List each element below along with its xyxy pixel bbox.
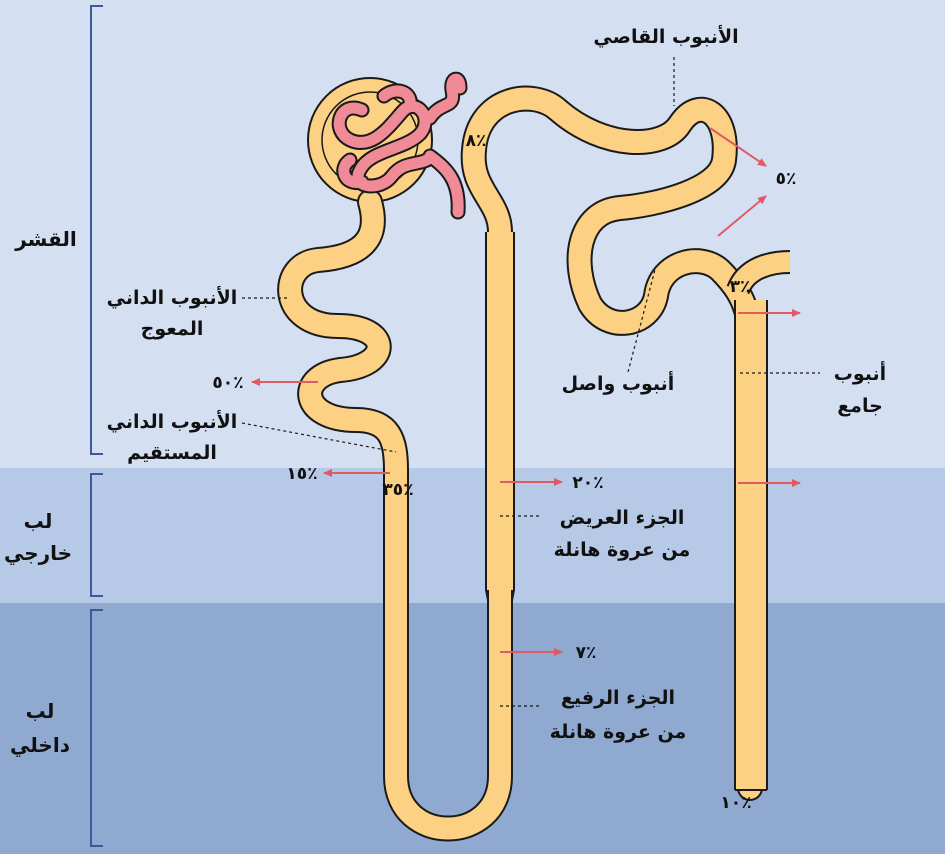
label-thick-limb-1: الجزء العريض — [560, 507, 685, 529]
label-pct-convoluted-1: الأنبوب الداني — [107, 286, 238, 309]
label-pct-convoluted-2: المعوج — [141, 318, 204, 340]
arrow-connecting — [717, 195, 767, 237]
label-distal-tubule: الأنبوب القاصي — [593, 25, 738, 48]
pct-thick-limb: ٢٠٪ — [572, 473, 603, 493]
label-collecting-duct-1: أنبوب — [834, 361, 886, 385]
pct-distal: ٥٪ — [776, 169, 797, 189]
outer-medulla-band — [0, 468, 945, 603]
pct-connecting: ٣٪ — [730, 277, 751, 297]
thick-thin-transition — [485, 589, 515, 601]
pct-proximal-convoluted: ٥٠٪ — [212, 373, 243, 393]
label-pct-straight-1: الأنبوب الداني — [107, 410, 238, 433]
outer-medulla-bracket — [90, 473, 103, 597]
tubule — [277, 85, 763, 842]
pct-glomerulus: ٨٪ — [466, 131, 487, 151]
pct-proximal-straight: ٣٥٪ — [382, 480, 413, 500]
leader-lines — [241, 57, 820, 707]
cortex-bracket — [90, 5, 103, 455]
leader-pct-straight — [241, 422, 397, 453]
pct-thin-limb: ٧٪ — [576, 643, 597, 663]
inner-medulla-bracket — [90, 609, 103, 847]
label-thick-limb-2: من عروة هانلة — [554, 539, 691, 561]
zone-outer-medulla-label-1: لب — [24, 509, 53, 533]
pct-collecting-end: ١٠٪ — [720, 793, 751, 813]
zone-outer-medulla-label-2: خارجي — [4, 541, 72, 566]
cortex-band — [0, 0, 945, 468]
tubule-fill — [279, 87, 761, 840]
zone-inner-medulla-label-2: داخلي — [10, 733, 70, 758]
zone-brackets — [90, 5, 103, 847]
label-connecting-tubule: أنبوب واصل — [562, 371, 675, 395]
leader-connecting — [627, 265, 657, 373]
thick-limb-body — [487, 232, 513, 590]
label-thin-limb-1: الجزء الرفيع — [561, 687, 675, 709]
collecting-duct-branch-fill — [728, 252, 791, 295]
glomerulus-fill — [333, 73, 466, 218]
zone-cortex-label: القشر — [14, 227, 77, 251]
label-pct-straight-2: المستقيم — [127, 442, 217, 464]
glomerulus — [331, 71, 468, 220]
label-collecting-duct-2: جامع — [837, 395, 883, 417]
zone-inner-medulla-label-1: لب — [26, 699, 55, 723]
collecting-duct-body — [736, 300, 766, 790]
pct-proximal-straight-out: ١٥٪ — [286, 464, 317, 484]
arrow-distal — [709, 127, 767, 167]
label-thin-limb-2: من عروة هانلة — [550, 721, 687, 743]
reabsorption-arrows — [251, 127, 801, 656]
